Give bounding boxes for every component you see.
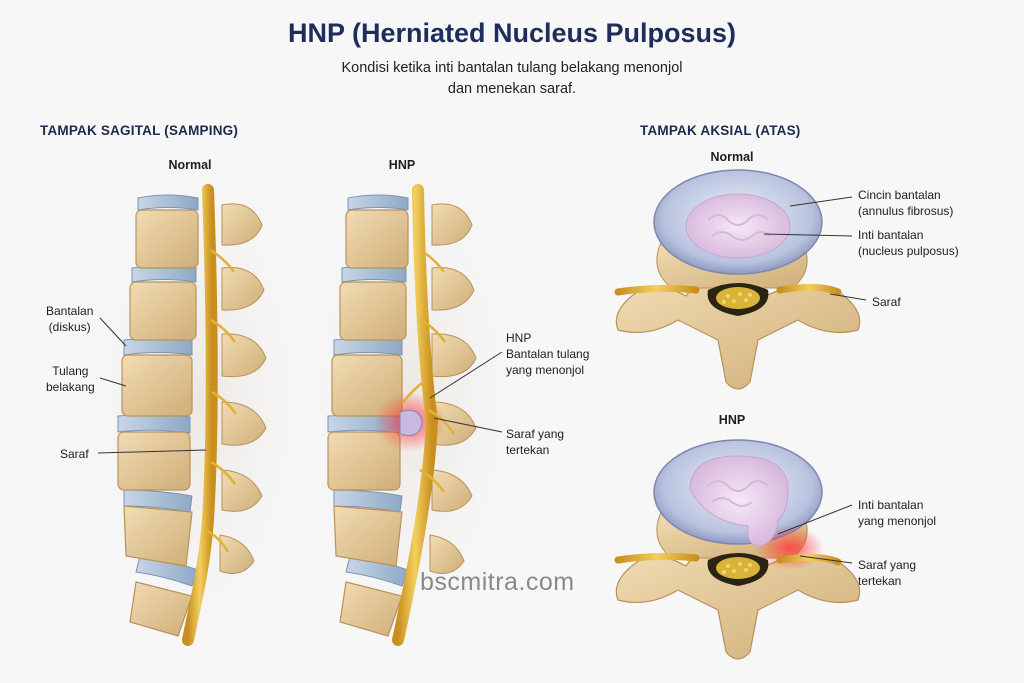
- label-bone: Tulang belakang: [46, 363, 95, 395]
- label-nucleus-line1: Inti bantalan: [858, 228, 924, 242]
- label-disc-line2: (diskus): [48, 320, 91, 334]
- axial-normal-vertebra: [614, 169, 861, 390]
- sagittal-heading: TAMPAK SAGITAL (SAMPING): [40, 123, 239, 138]
- label-nucleus-line2: (nucleus pulposus): [858, 244, 959, 258]
- label-compressed-line1: Saraf yang: [506, 427, 565, 441]
- label-disc: Bantalan (diskus): [46, 303, 93, 335]
- label-axial-nerve: Saraf: [872, 295, 901, 309]
- label-hnp-line1: HNP: [506, 331, 532, 345]
- label-disc-line1: Bantalan: [46, 304, 94, 318]
- page-subtitle: Kondisi ketika inti bantalan tulang bela…: [262, 58, 762, 100]
- label-nucleus: Inti bantalan (nucleus pulposus): [858, 227, 959, 259]
- sagittal-hnp-label: HNP: [388, 158, 416, 172]
- subtitle-line-1: Kondisi ketika inti bantalan tulang bela…: [341, 60, 683, 76]
- sagittal-normal-label: Normal: [168, 158, 212, 172]
- axial-hnp-label: HNP: [718, 413, 746, 427]
- axial-heading: TAMPAK AKSIAL (ATAS): [640, 123, 801, 138]
- label-annulus-line2: (annulus fibrosus): [858, 204, 954, 218]
- leader-lines: [97, 196, 867, 564]
- label-annulus: Cincin bantalan (annulus fibrosus): [858, 187, 953, 219]
- sagittal-hnp-spine: [327, 184, 477, 646]
- label-bone-line1: Tulang: [52, 364, 89, 378]
- label-nerve: Saraf: [60, 447, 89, 461]
- watermark: bscmitra.com: [420, 568, 575, 596]
- label-hnp-line2: Bantalan tulang: [506, 347, 590, 361]
- label-hnp-line3: yang menonjol: [506, 363, 585, 377]
- label-herniated-line2: yang menonjol: [858, 514, 937, 528]
- label-bone-line2: belakang: [46, 380, 95, 394]
- label-axial-compressed-line1: Saraf yang: [858, 558, 917, 572]
- page-title: HNP (Herniated Nucleus Pulposus): [287, 18, 737, 48]
- axial-normal-label: Normal: [710, 150, 754, 164]
- label-annulus-line1: Cincin bantalan: [858, 188, 941, 202]
- subtitle-line-2: dan menekan saraf.: [447, 81, 577, 97]
- label-compressed-nerve: Saraf yang tertekan: [506, 426, 564, 458]
- sagittal-normal-spine: [117, 184, 267, 646]
- label-axial-compressed-nerve: Saraf yang tertekan: [858, 557, 916, 589]
- axial-hnp-vertebra: [614, 439, 861, 660]
- label-hnp: HNP Bantalan tulang yang menonjol: [506, 330, 589, 378]
- label-compressed-line2: tertekan: [506, 443, 550, 457]
- label-herniated-line1: Inti bantalan: [858, 498, 924, 512]
- label-herniated-nucleus: Inti bantalan yang menonjol: [858, 497, 936, 529]
- label-axial-compressed-line2: tertekan: [858, 574, 902, 588]
